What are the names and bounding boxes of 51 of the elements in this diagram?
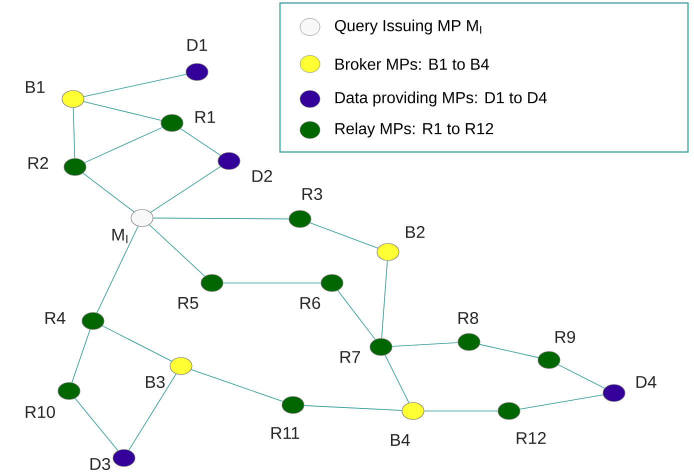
link-line [72,107,76,159]
legend-text: Broker MPs: B1 to B4 [336,58,490,70]
node-label: R8 [458,312,478,324]
link-line [72,329,90,383]
link-line [180,128,221,156]
node-label: M$_{I}$ [112,228,128,244]
legend-text: Data providing MPs: D1 to D4 [336,92,547,106]
link-line [84,74,187,98]
link-line [102,325,172,362]
link-line [150,166,221,213]
node-label: B2 [406,226,425,238]
node-label: D1 [188,39,208,51]
node-label: D4 [636,376,656,388]
node-label: R1 [196,111,216,123]
link-line [384,354,410,404]
node-label: R4 [46,312,66,324]
node-label: R10 [26,406,55,418]
link-line [82,172,134,212]
link-line [84,127,163,163]
node-label: B3 [146,376,165,388]
link-line [310,222,378,249]
node-label: R9 [556,330,576,344]
link-line [74,398,118,451]
link-line [83,101,162,121]
link-line [190,369,284,402]
link-line [128,374,176,450]
link-line [96,226,138,314]
node-label: R11 [271,427,300,439]
link-line [520,394,604,410]
link-line [222,282,322,284]
node-label: R7 [340,351,360,363]
node-label: D2 [252,170,272,182]
link-line [479,344,539,358]
link-line [152,218,290,220]
link-line [558,364,605,389]
node-label: B1 [26,81,45,93]
node-label: R12 [516,432,546,444]
link-line [424,410,498,412]
legend-text: Query Issuing MP M$_{I}$ [334,20,482,34]
link-line [304,405,402,411]
link-line [381,260,388,339]
link-line [148,224,206,277]
legend-text: Relay MPs: R1 to R12 [336,122,494,138]
node-label: R2 [28,157,48,169]
node-label: R6 [300,296,320,310]
node-label: D3 [90,458,110,470]
node-label: R3 [302,188,322,200]
link-line [392,342,458,347]
link-line [337,290,376,340]
node-label: B4 [391,434,410,446]
node-label: R5 [178,297,198,309]
